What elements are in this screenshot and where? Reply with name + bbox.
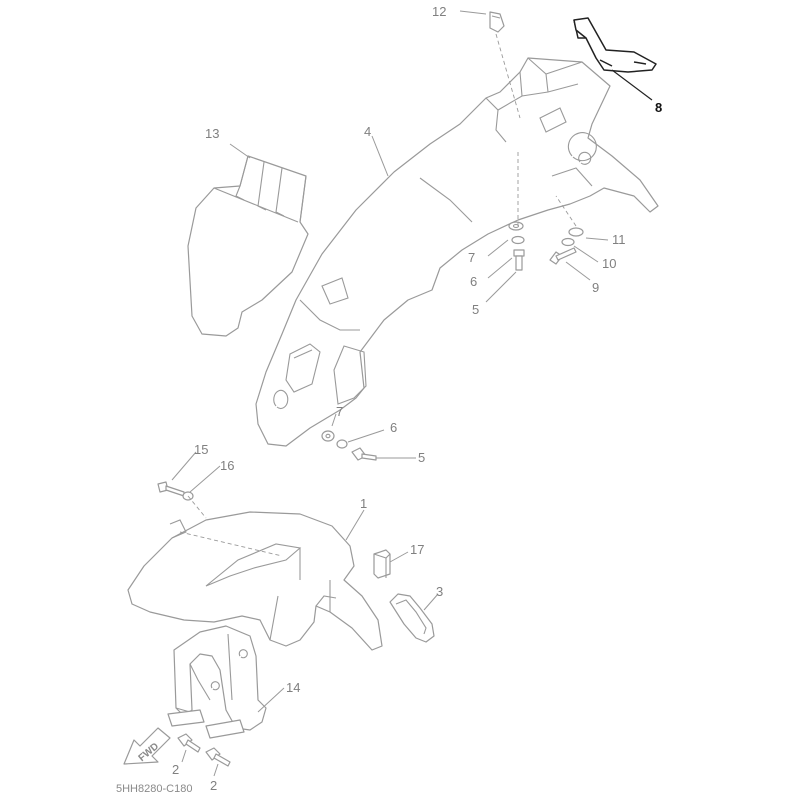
callout-8[interactable]: 8 — [655, 100, 662, 115]
part-17-damper[interactable] — [373, 549, 391, 579]
callout-14[interactable]: 14 — [286, 680, 300, 695]
diagram-reference-code: 5HH8280-C180 — [116, 783, 192, 795]
part-13-mud-flap[interactable] — [187, 155, 309, 337]
part-10-lock-washer-right[interactable] — [561, 237, 575, 247]
fwd-arrow-icon: FWD — [123, 727, 171, 765]
part-7-washer-upper[interactable] — [508, 221, 524, 231]
callout-3[interactable]: 3 — [436, 584, 443, 599]
callout-5-upper[interactable]: 5 — [472, 302, 479, 317]
callout-7-lower[interactable]: 7 — [336, 404, 343, 419]
callout-7-upper[interactable]: 7 — [468, 250, 475, 265]
callout-1[interactable]: 1 — [360, 496, 367, 511]
part-6-lock-washer-upper[interactable] — [511, 235, 525, 245]
callout-12[interactable]: 12 — [432, 4, 446, 19]
callout-2-left[interactable]: 2 — [172, 762, 179, 777]
callout-16[interactable]: 16 — [220, 458, 234, 473]
part-15-bolt[interactable] — [157, 481, 185, 497]
callout-17[interactable]: 17 — [410, 542, 424, 557]
callout-15[interactable]: 15 — [194, 442, 208, 457]
part-2-bolt-left[interactable] — [167, 709, 205, 753]
callouts: 12 8 13 4 11 10 9 7 6 5 7 6 5 15 16 1 17… — [172, 4, 662, 793]
callout-11[interactable]: 11 — [612, 232, 626, 247]
callout-6-upper[interactable]: 6 — [470, 274, 477, 289]
part-14-fender-stay[interactable] — [173, 625, 267, 731]
part-1-front-fender[interactable] — [127, 495, 383, 651]
callout-13[interactable]: 13 — [205, 126, 219, 141]
part-9-bolt-right[interactable] — [549, 247, 577, 265]
part-7-washer-lower[interactable] — [321, 430, 335, 442]
leader-lines — [171, 10, 653, 777]
callout-5-lower[interactable]: 5 — [418, 450, 425, 465]
part-6-lock-washer-lower[interactable] — [336, 439, 348, 449]
callout-2-right[interactable]: 2 — [210, 778, 217, 793]
callout-6-lower[interactable]: 6 — [390, 420, 397, 435]
part-2-bolt-right[interactable] — [205, 719, 245, 767]
callout-4[interactable]: 4 — [364, 124, 371, 139]
part-5-bolt-lower[interactable] — [351, 447, 377, 461]
callout-10[interactable]: 10 — [602, 256, 616, 271]
callout-9[interactable]: 9 — [592, 280, 599, 295]
part-11-washer-right[interactable] — [568, 227, 584, 237]
part-8-bracket[interactable] — [573, 17, 657, 73]
part-3-reflector[interactable] — [389, 593, 435, 643]
part-4-rear-fender[interactable] — [255, 57, 659, 447]
part-5-bolt-upper[interactable] — [513, 249, 525, 271]
part-12-clip-nut[interactable] — [489, 11, 505, 33]
